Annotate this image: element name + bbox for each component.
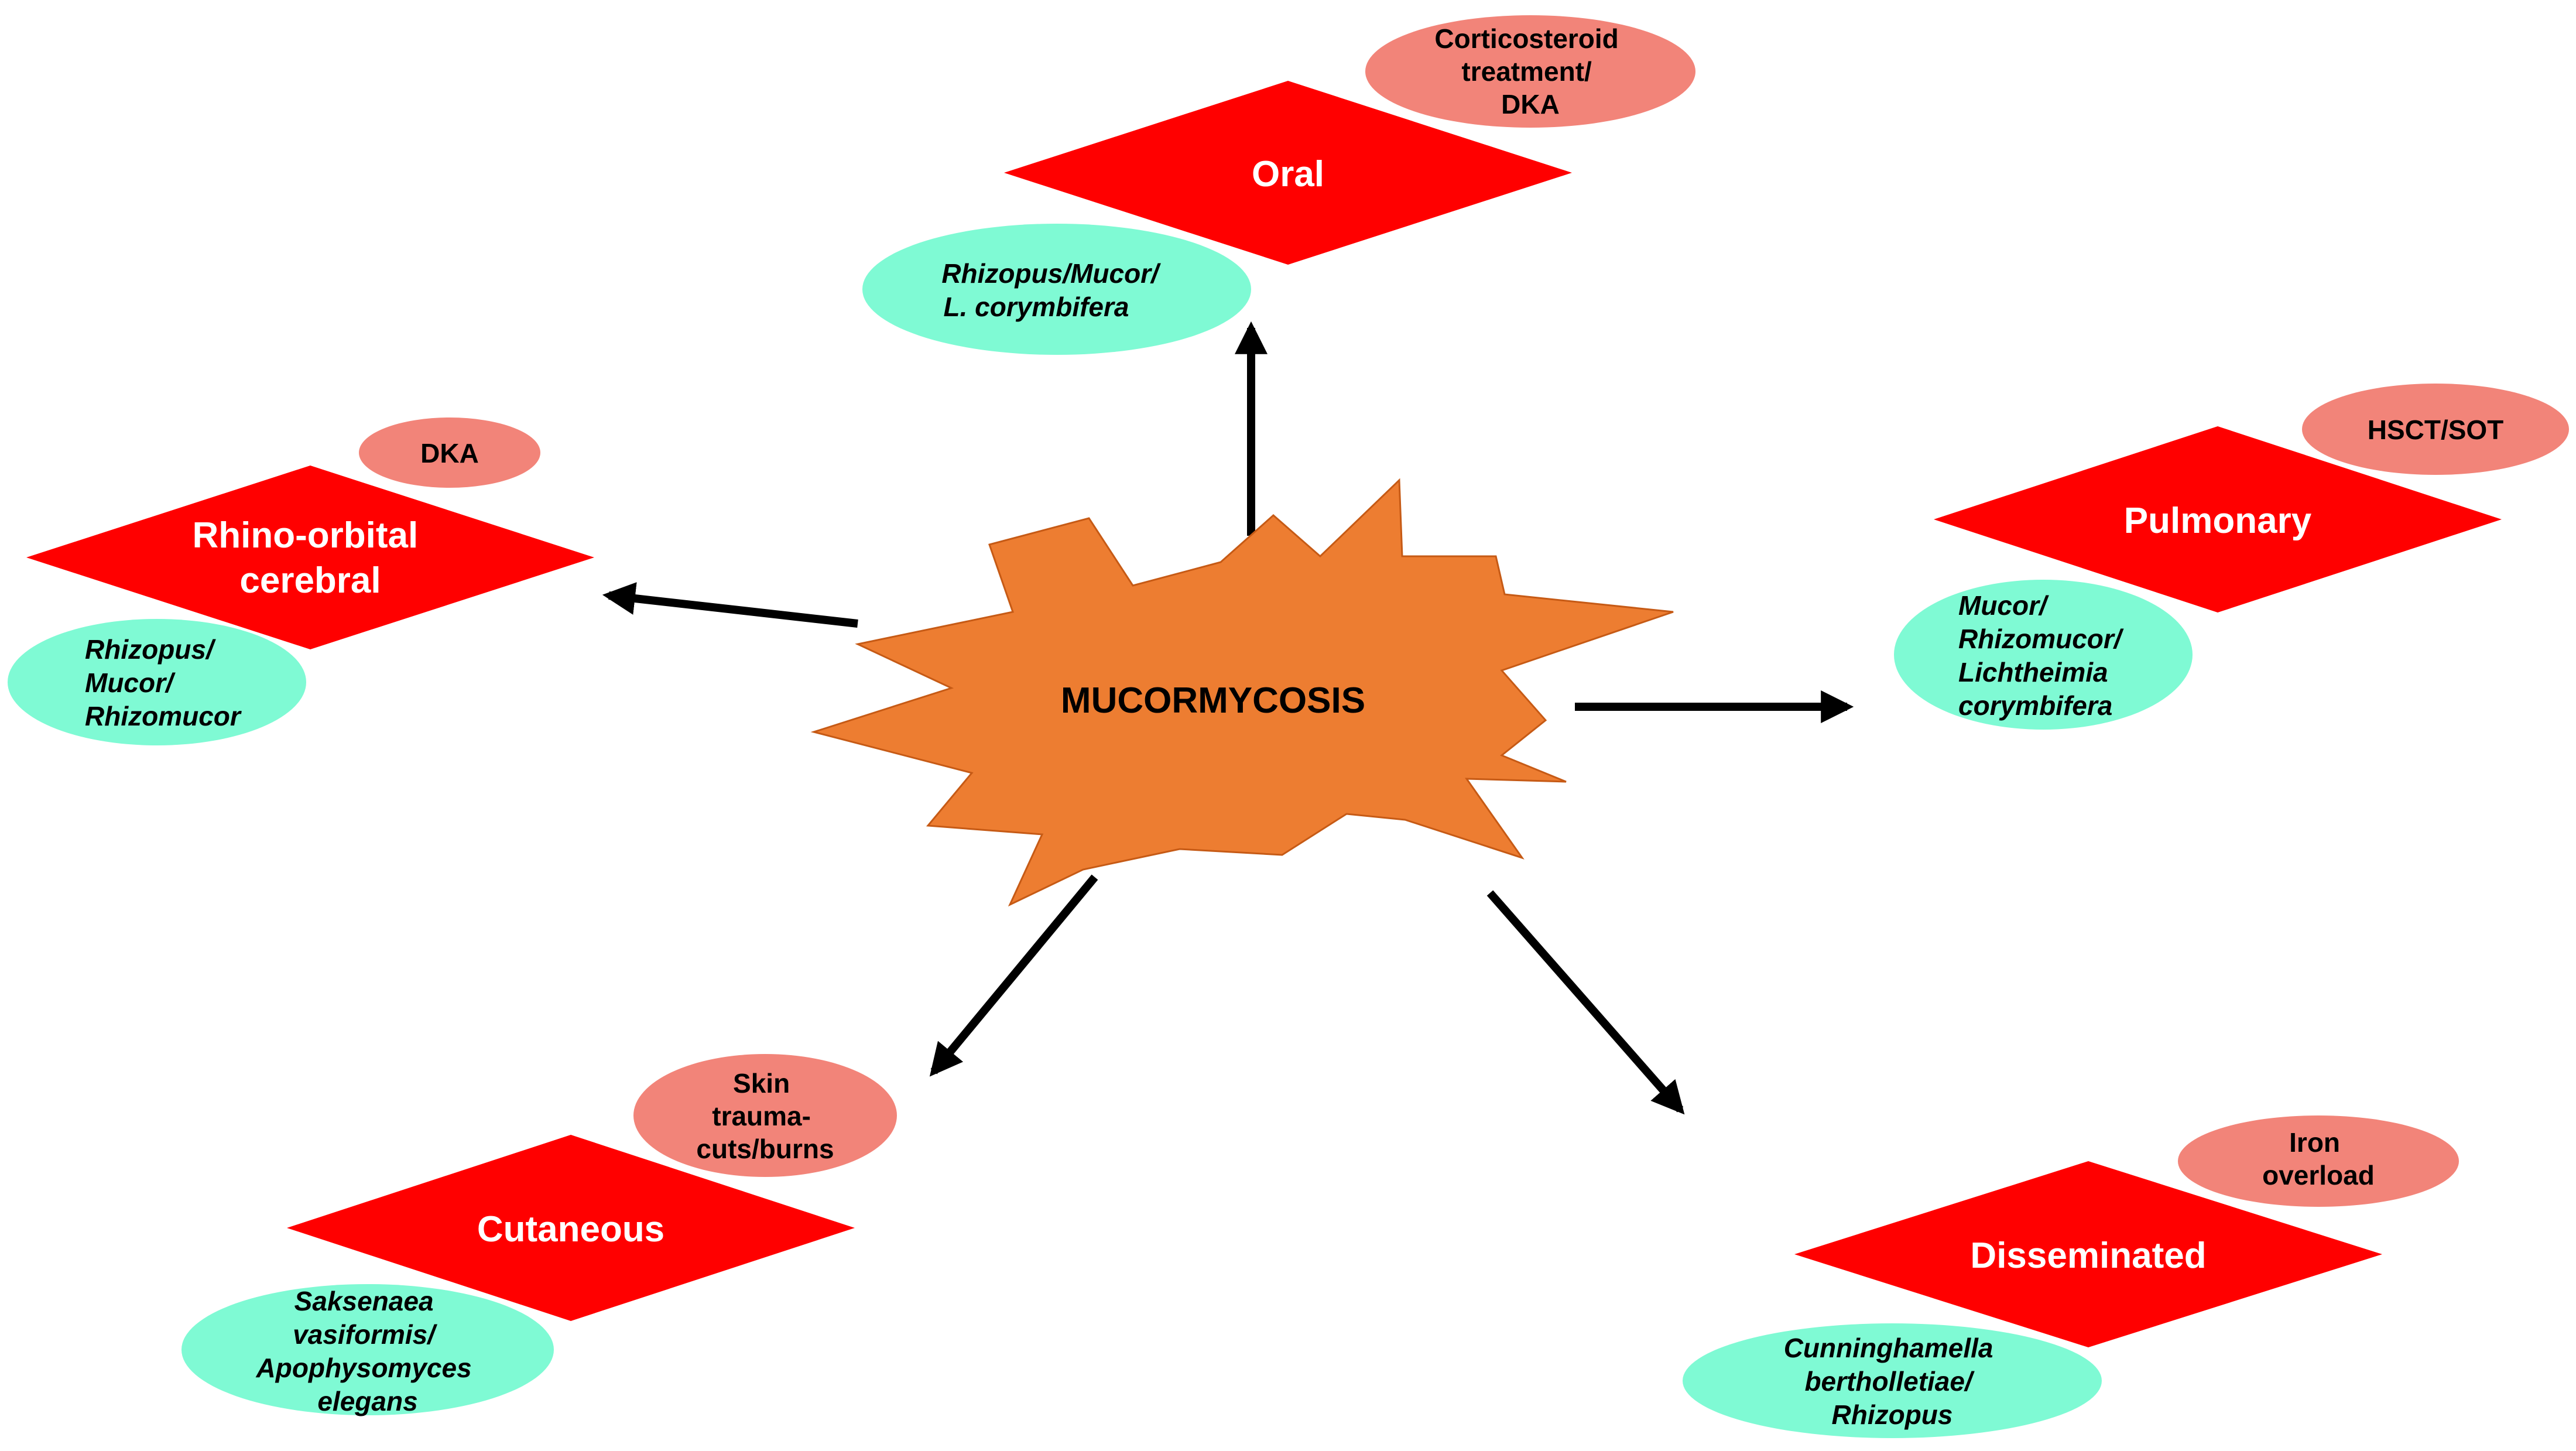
pulmonary-title: Pulmonary	[2124, 501, 2312, 541]
oral-title: Oral	[1252, 154, 1324, 194]
disseminated-diamond	[1794, 1161, 2382, 1347]
cutaneous-diamond	[287, 1135, 855, 1321]
disseminated-title: Disseminated	[1970, 1236, 2206, 1276]
cutaneous-risk-ellipse	[633, 1054, 897, 1177]
disseminated-risk-text: Iron overload	[2262, 1127, 2375, 1190]
form-oral: Oral Corticosteroid treatment/ DKA Rhizo…	[862, 15, 1695, 355]
pulmonary-risk-ellipse	[2302, 384, 2569, 475]
oral-diamond	[1004, 81, 1572, 265]
oral-species-ellipse	[862, 224, 1251, 355]
oral-risk-text: Corticosteroid treatment/ DKA	[1434, 23, 1626, 119]
oral-risk-ellipse	[1365, 15, 1695, 128]
arrow-to-rhino-orbital	[602, 582, 858, 628]
disseminated-species-ellipse	[1683, 1323, 2102, 1438]
form-disseminated: Disseminated Iron overload Cunninghamell…	[1683, 1115, 2459, 1438]
cutaneous-species-ellipse	[181, 1284, 554, 1415]
pulmonary-species-text: Mucor/ Rhizomucor/ Lichtheimia corymbife…	[1958, 590, 2129, 721]
form-pulmonary: Pulmonary HSCT/SOT Mucor/ Rhizomucor/ Li…	[1894, 384, 2569, 730]
center-label: MUCORMYCOSIS	[1061, 680, 1365, 721]
rhino-species-ellipse	[8, 619, 306, 745]
rhino-diamond	[26, 466, 594, 649]
cutaneous-title: Cutaneous	[477, 1209, 664, 1250]
arrows	[602, 321, 1854, 1115]
center-node: MUCORMYCOSIS	[810, 478, 1674, 907]
rhino-risk-ellipse	[359, 417, 540, 488]
arrow-to-disseminated	[1486, 890, 1685, 1115]
cutaneous-risk-text: Skin trauma- cuts/burns	[696, 1068, 834, 1164]
cutaneous-species-text: Saksenaea vasiformis/ Apophysomyces eleg…	[256, 1286, 479, 1416]
rhino-risk-text: DKA	[420, 438, 479, 468]
disseminated-species-text: Cunninghamella bertholletiae/ Rhizopus	[1784, 1333, 2001, 1430]
pulmonary-diamond	[1934, 426, 2502, 612]
pulmonary-species-ellipse	[1894, 580, 2193, 730]
arrow-to-cutaneous	[929, 874, 1098, 1077]
form-cutaneous: Cutaneous Skin trauma- cuts/burns Saksen…	[181, 1054, 897, 1416]
pulmonary-risk-text: HSCT/SOT	[2368, 415, 2504, 445]
oral-species-text: Rhizopus/Mucor/ L. corymbifera	[941, 258, 1166, 322]
disseminated-risk-ellipse	[2178, 1115, 2459, 1207]
rhino-title: Rhino-orbital cerebral	[193, 515, 429, 601]
starburst-shape	[810, 478, 1674, 907]
rhino-species-text: Rhizopus/ Mucor/ Rhizomucor	[85, 634, 242, 731]
form-rhino-orbital-cerebral: Rhino-orbital cerebral DKA Rhizopus/ Muc…	[8, 417, 594, 745]
